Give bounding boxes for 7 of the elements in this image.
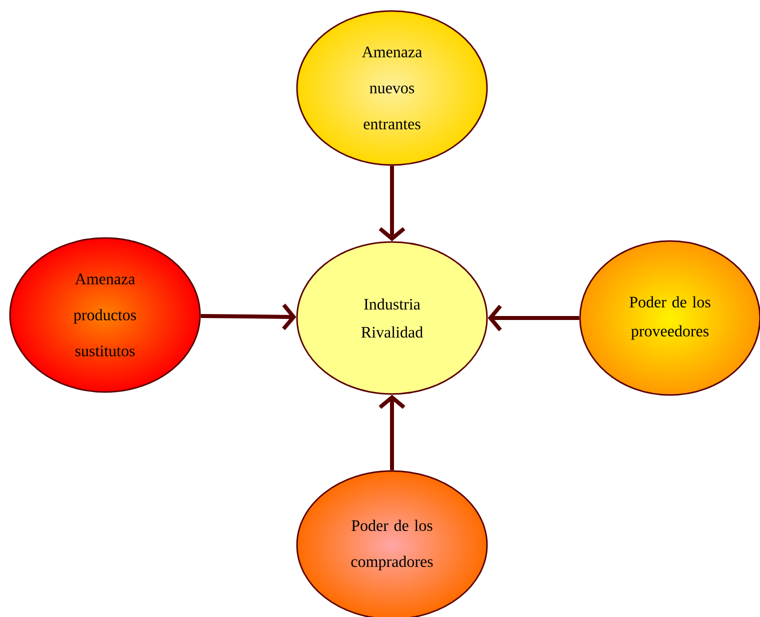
ellipse-node: Industria Rivalidad <box>296 241 488 395</box>
ellipse-node: Amenaza nuevos entrantes <box>296 10 488 166</box>
ellipse-node: Amenaza productos sustitutos <box>9 237 201 393</box>
arrow <box>488 304 580 332</box>
arrow <box>378 394 406 470</box>
arrow <box>378 166 406 242</box>
arrow <box>200 304 296 330</box>
